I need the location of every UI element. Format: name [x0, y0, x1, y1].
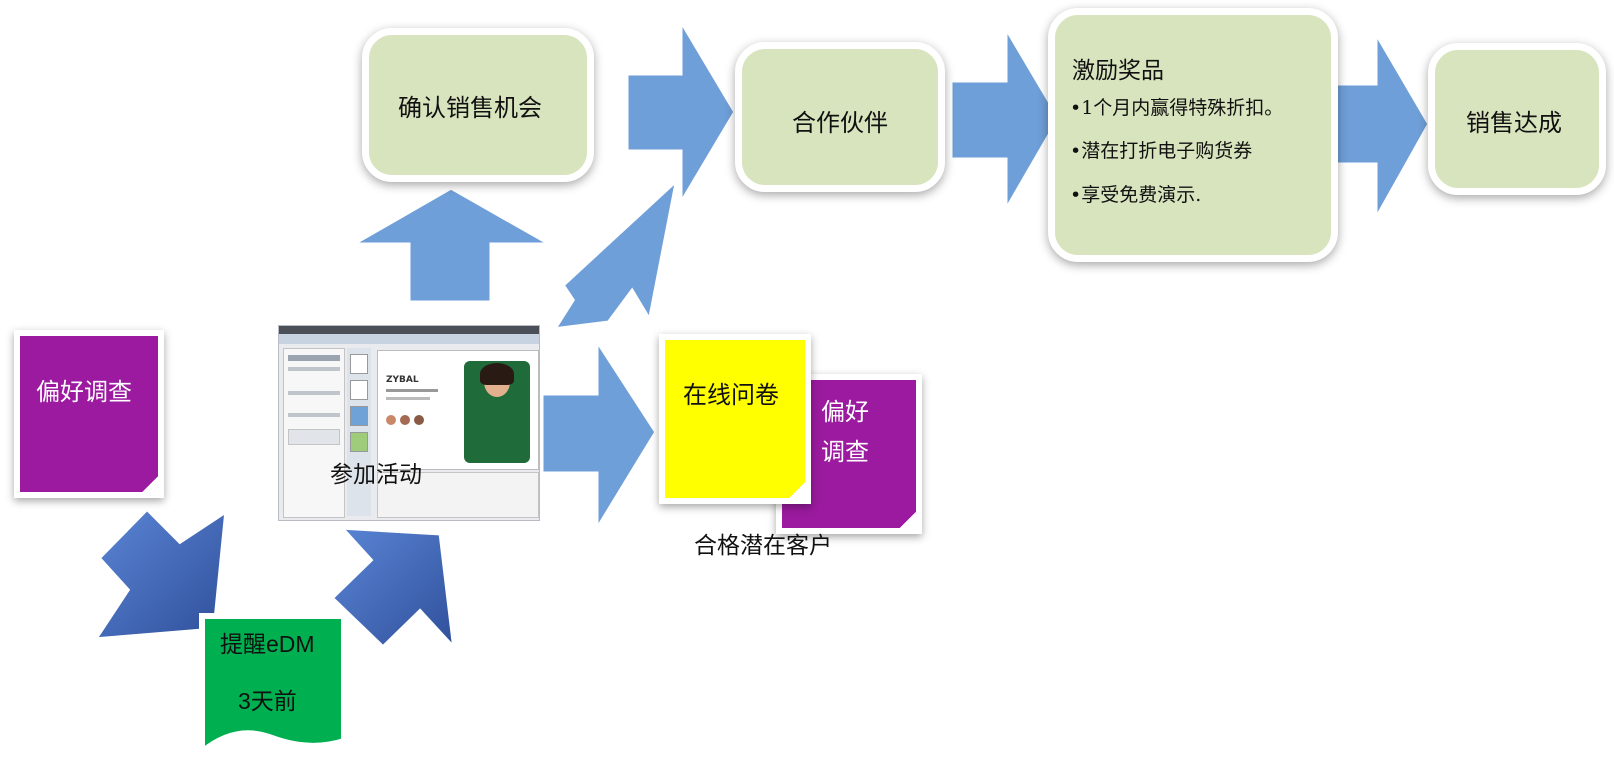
thumb-brand-text: ZYBAL [386, 375, 419, 385]
page-fold-icon [787, 480, 807, 500]
incentive-item-3: •享受免费演示. [1070, 184, 1202, 206]
thumb-person-photo [464, 361, 530, 463]
preference-survey-label-left: 偏好调查 [36, 378, 132, 406]
preference-survey-right-line1: 偏好 [821, 398, 869, 426]
thumb-titlebar [279, 326, 539, 334]
reminder-timing-label: 3天前 [238, 688, 297, 714]
incentive-item-1: •1个月内赢得特殊折扣。 [1070, 97, 1284, 119]
reminder-edm-label: 提醒eDM [220, 631, 315, 657]
confirm-sales-opportunity-box [362, 28, 594, 182]
page-fold-icon [140, 474, 160, 494]
arrow-right-to-online-survey [538, 329, 660, 541]
thumb-slide-canvas: ZYBAL [377, 350, 539, 470]
confirm-sales-opportunity-label: 确认销售机会 [398, 94, 542, 122]
preference-survey-right-line2: 调查 [821, 438, 869, 466]
incentive-item-2: •潜在打折电子购货券 [1070, 140, 1253, 162]
arrow-up-to-event [327, 524, 459, 658]
incentive-box [1048, 8, 1338, 262]
preference-survey-note-left [14, 330, 164, 498]
online-survey-label: 在线问卷 [683, 381, 779, 409]
event-label: 参加活动 [330, 462, 422, 488]
arrow-right-to-partner [623, 8, 739, 216]
thumb-toolbar [279, 334, 539, 344]
arrow-right-to-incentive [947, 15, 1063, 223]
arrow-down-to-reminder [89, 504, 231, 643]
partner-box [735, 42, 945, 192]
partner-label: 合作伙伴 [792, 109, 888, 137]
event-screenshot-thumbnail: ZYBAL [278, 325, 540, 521]
page-fold-icon [898, 510, 918, 530]
online-survey-note [659, 334, 811, 504]
arrow-diagonal-to-partner [548, 170, 682, 334]
thumb-slide-strip [347, 348, 371, 516]
arrow-up-to-confirm [340, 184, 563, 306]
thumb-notes-pane [377, 472, 539, 518]
sales-closed-box [1428, 43, 1606, 195]
incentive-title: 激励奖品 [1072, 58, 1164, 84]
reminder-note [199, 613, 347, 759]
thumb-left-panel [283, 348, 345, 518]
qualified-leads-label: 合格潜在客户 [694, 533, 832, 559]
sales-closed-label: 销售达成 [1466, 109, 1562, 137]
